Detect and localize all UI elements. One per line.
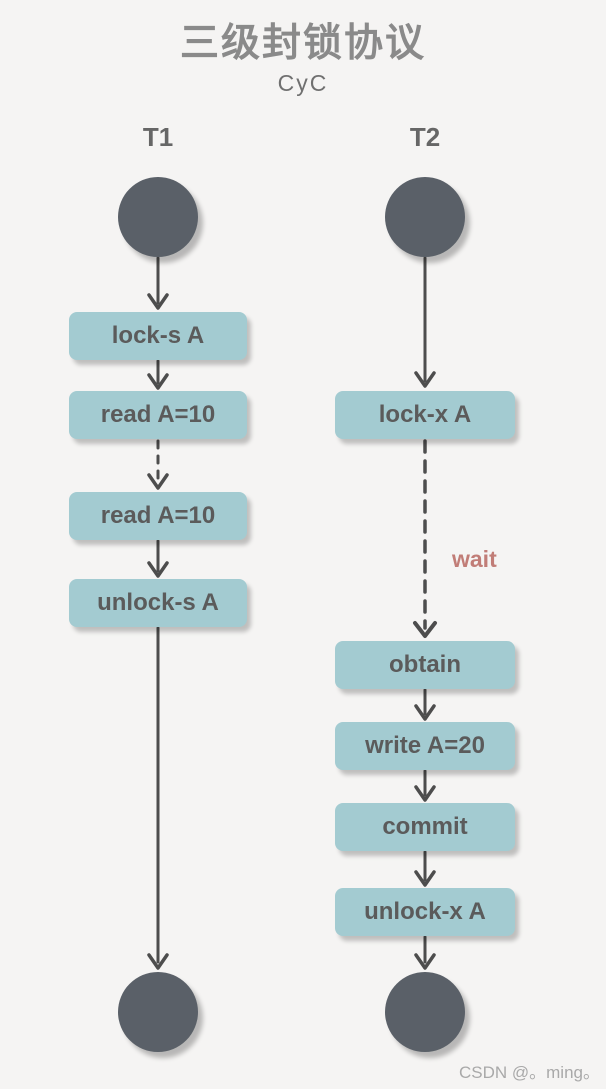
csdn-watermark: CSDN @。ming。 — [459, 1063, 600, 1082]
t1-node-read-1-label: read A=10 — [100, 401, 216, 428]
t1-arrowhead-5 — [147, 953, 169, 970]
column-label-t1: T1 — [142, 122, 174, 152]
t1-arrowhead-2 — [147, 373, 169, 390]
t1-node-read-2: read A=10 — [69, 492, 247, 540]
t1-node-read-1: read A=10 — [69, 391, 247, 439]
t2-arrowhead-2 — [413, 621, 437, 638]
t1-node-unlock-s: unlock-s A — [69, 579, 247, 627]
t2-node-lock-x: lock-x A — [335, 391, 515, 439]
t2-arrowhead-4 — [414, 785, 436, 802]
page-subtitle: CyC — [277, 70, 329, 96]
t2-node-unlock-x: unlock-x A — [335, 888, 515, 936]
t1-arrowhead-1 — [147, 293, 169, 310]
t1-node-read-2-label: read A=10 — [100, 502, 216, 529]
t2-arrowhead-3 — [414, 704, 436, 721]
t1-node-unlock-s-label: unlock-s A — [97, 589, 219, 616]
t2-node-obtain: obtain — [335, 641, 515, 689]
t1-node-lock-s: lock-s A — [69, 312, 247, 360]
t2-node-unlock-x-label: unlock-x A — [364, 898, 486, 925]
t1-node-lock-s-label: lock-s A — [111, 322, 205, 349]
wait-label: wait — [452, 546, 497, 572]
t1-arrowhead-3 — [147, 473, 169, 490]
t2-end-circle — [385, 972, 465, 1052]
t2-node-obtain-label: obtain — [389, 651, 461, 678]
t1-end-circle — [118, 972, 198, 1052]
t2-node-lock-x-label: lock-x A — [378, 401, 472, 428]
column-label-t2: T2 — [409, 122, 441, 152]
t2-start-circle — [385, 177, 465, 257]
t2-node-commit-label: commit — [382, 813, 468, 840]
t2-node-commit: commit — [335, 803, 515, 851]
t1-start-circle — [118, 177, 198, 257]
t1-arrowhead-4 — [147, 561, 169, 578]
t2-node-write-label: write A=20 — [365, 732, 485, 759]
t2-arrowhead-6 — [414, 953, 436, 970]
t2-node-write: write A=20 — [335, 722, 515, 770]
page-title: 三级封锁协议 — [179, 22, 426, 65]
t2-arrowhead-5 — [414, 870, 436, 887]
t2-arrowhead-1 — [414, 371, 436, 388]
